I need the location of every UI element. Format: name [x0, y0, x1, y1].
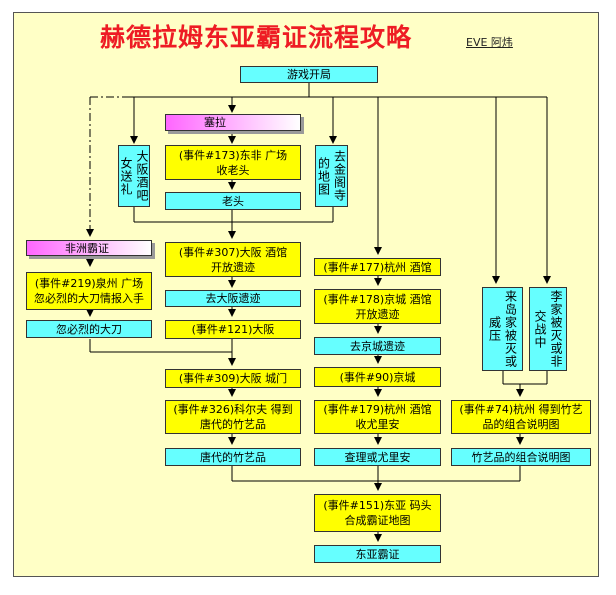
- diagram-title: 赫德拉姆东亚霸证流程攻略: [100, 23, 413, 52]
- node-africa-permit: 非洲霸证: [26, 240, 152, 256]
- author-credit: EVE 阿炜: [466, 36, 513, 49]
- node-event-309: (事件#309)大阪 城门: [165, 369, 301, 388]
- node-final-permit: 东亚霸证: [314, 545, 441, 563]
- node-event-178: (事件#178)京城 酒馆 开放遗迹: [314, 289, 441, 324]
- node-event-173: (事件#173)东非 广场 收老头: [165, 145, 301, 180]
- node-event-121: (事件#121)大阪: [165, 320, 301, 339]
- node-sela: 塞拉: [165, 114, 301, 131]
- node-laotou: 老头: [165, 192, 301, 210]
- node-event-219: (事件#219)泉州 广场 忽必烈的大刀情报入手: [26, 272, 152, 310]
- node-li-family-condition: 李家被灭或非交战中: [529, 287, 567, 371]
- node-event-90: (事件#90)京城: [314, 367, 441, 387]
- node-event-307: (事件#307)大阪 酒馆 开放遗迹: [165, 242, 301, 277]
- node-start: 游戏开局: [240, 66, 378, 83]
- node-kinkakuji-map: 去金阁寺的地图: [315, 145, 348, 207]
- node-go-kyoto-ruins: 去京城遗迹: [314, 337, 441, 355]
- node-event-326: (事件#326)科尔夫 得到唐代的竹艺品: [165, 400, 301, 434]
- node-event-151: (事件#151)东亚 码头 合成霸证地图: [314, 494, 441, 532]
- node-event-177: (事件#177)杭州 酒馆: [314, 258, 441, 276]
- node-khan-sword: 忽必烈的大刀: [26, 320, 152, 338]
- node-yurian: 查理或尤里安: [314, 448, 441, 466]
- node-event-74: (事件#74)杭州 得到竹艺品的组合说明图: [451, 400, 591, 434]
- node-tang-bamboo: 唐代的竹艺品: [165, 448, 301, 466]
- node-osaka-bar-gift: 大阪酒吧女送礼: [118, 145, 150, 207]
- node-kurushima-condition: 来岛家被灭或威压: [482, 287, 523, 371]
- node-combo-diagram: 竹艺品的组合说明图: [451, 448, 591, 466]
- node-go-osaka-ruins: 去大阪遗迹: [165, 290, 301, 307]
- node-event-179: (事件#179)杭州 酒馆 收尤里安: [314, 400, 441, 434]
